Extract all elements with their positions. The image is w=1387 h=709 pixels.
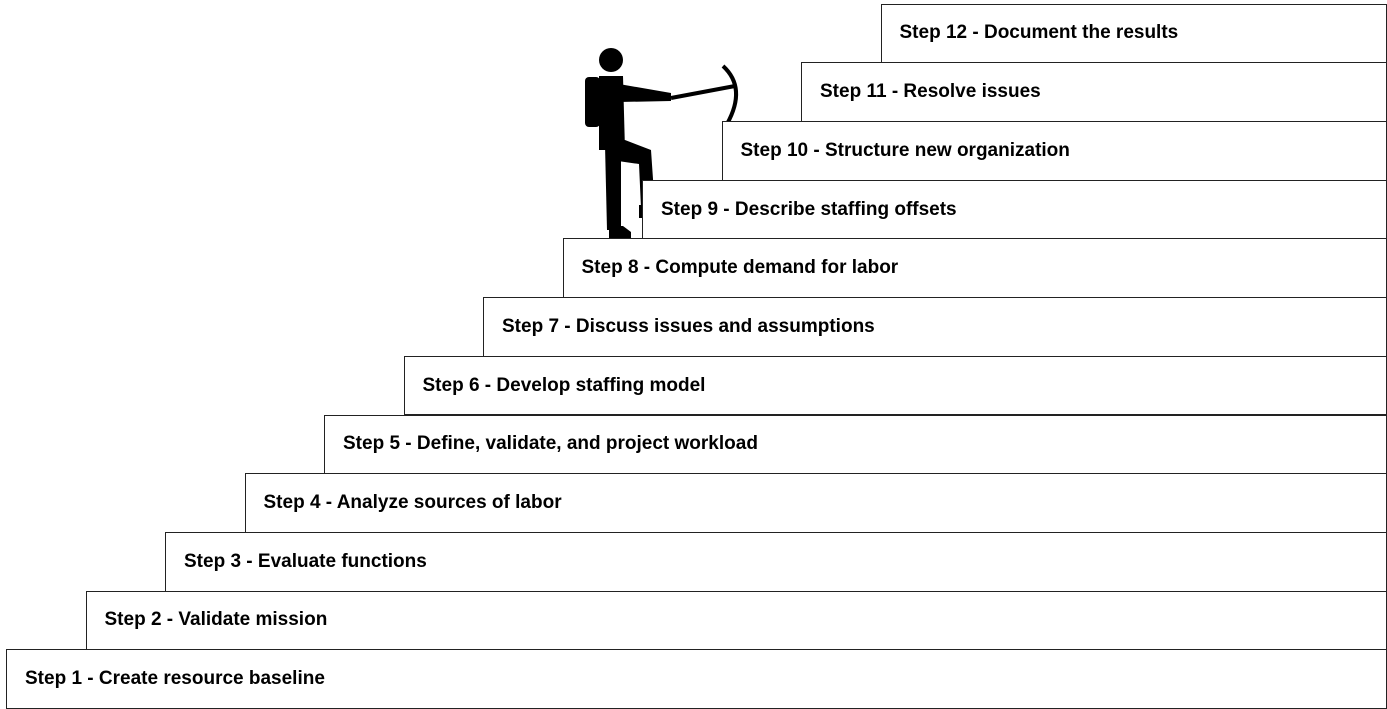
step-9-label: Step 9 - Describe staffing offsets	[661, 199, 957, 221]
step-10: Step 10 - Structure new organization	[722, 121, 1387, 181]
step-2-label: Step 2 - Validate mission	[105, 609, 328, 631]
step-4: Step 4 - Analyze sources of labor	[245, 473, 1387, 533]
step-3: Step 3 - Evaluate functions	[165, 532, 1387, 592]
step-9: Step 9 - Describe staffing offsets	[642, 180, 1387, 240]
step-8-label: Step 8 - Compute demand for labor	[582, 257, 899, 279]
step-7-label: Step 7 - Discuss issues and assumptions	[502, 316, 875, 338]
step-5-label: Step 5 - Define, validate, and project w…	[343, 433, 758, 455]
step-10-label: Step 10 - Structure new organization	[741, 140, 1070, 162]
step-11: Step 11 - Resolve issues	[801, 62, 1387, 122]
step-1-label: Step 1 - Create resource baseline	[25, 668, 325, 690]
step-6-label: Step 6 - Develop staffing model	[423, 375, 706, 397]
step-7: Step 7 - Discuss issues and assumptions	[483, 297, 1387, 357]
step-12-label: Step 12 - Document the results	[900, 22, 1179, 44]
step-12: Step 12 - Document the results	[881, 4, 1387, 64]
step-2: Step 2 - Validate mission	[86, 591, 1387, 651]
step-1: Step 1 - Create resource baseline	[6, 649, 1387, 709]
step-8: Step 8 - Compute demand for labor	[563, 238, 1387, 298]
step-6: Step 6 - Develop staffing model	[404, 356, 1387, 416]
step-5: Step 5 - Define, validate, and project w…	[324, 415, 1387, 475]
step-11-label: Step 11 - Resolve issues	[820, 81, 1041, 103]
step-3-label: Step 3 - Evaluate functions	[184, 551, 427, 573]
step-4-label: Step 4 - Analyze sources of labor	[264, 492, 562, 514]
